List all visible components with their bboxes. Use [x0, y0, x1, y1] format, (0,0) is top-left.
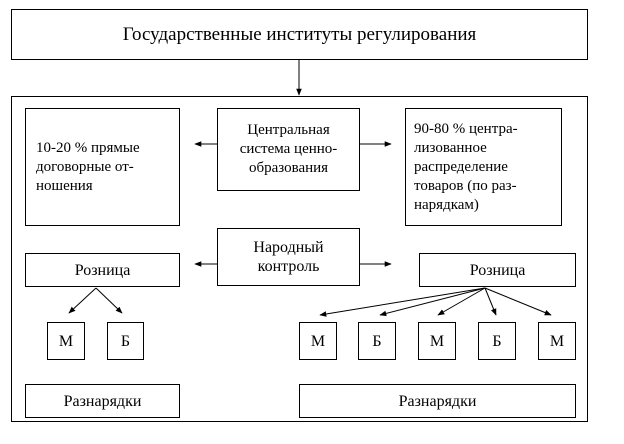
right-shop-4: Б — [478, 322, 516, 360]
right-shop-1: М — [299, 322, 337, 360]
right-retail-box: Розница — [419, 253, 576, 287]
direct-contracts-label: 10-20 % прямые договорные от- ношения — [36, 139, 140, 194]
arrow-left-retail-b — [95, 287, 123, 314]
centralized-distribution-box: 90-80 % центра- лизованное распределение… — [405, 108, 562, 226]
outer-frame — [11, 96, 588, 422]
left-allocations-label: Разнарядки — [63, 392, 142, 410]
arrow-left-retail-m — [68, 287, 97, 314]
public-control-label: Народный контроль — [253, 239, 324, 275]
direct-contracts-box: 10-20 % прямые договорные от- ношения — [25, 108, 180, 226]
right-allocations-label: Разнарядки — [398, 392, 477, 410]
right-shop-2: Б — [358, 322, 396, 360]
right-shop-1-label: М — [310, 332, 326, 350]
right-shop-5-label: М — [549, 332, 565, 350]
right-shop-3: М — [418, 322, 456, 360]
arrow-right-retail-3 — [437, 287, 486, 316]
centralized-distribution-label: 90-80 % центра- лизованное распределение… — [414, 120, 518, 213]
regulation-institutes-label: Государственные институты регулирования — [122, 23, 477, 45]
right-shop-4-label: Б — [492, 332, 502, 350]
arrow-right-retail-5 — [484, 287, 552, 316]
pricing-system-box: Центральная система ценно- образования — [217, 108, 360, 191]
right-allocations-box: Разнарядки — [299, 384, 576, 418]
arrow-right-retail-1 — [319, 287, 486, 317]
left-retail-box: Розница — [25, 253, 180, 287]
arrow-right-retail-2 — [379, 287, 486, 317]
left-shop-m: М — [47, 322, 85, 360]
left-allocations-box: Разнарядки — [25, 384, 180, 418]
left-shop-b: Б — [107, 322, 144, 360]
right-shop-3-label: М — [429, 332, 445, 350]
left-retail-label: Розница — [74, 261, 131, 279]
left-shop-b-label: Б — [120, 332, 131, 350]
pricing-system-label: Центральная система ценно- образования — [239, 122, 338, 176]
right-retail-label: Розница — [469, 261, 526, 279]
right-shop-2-label: Б — [372, 332, 382, 350]
public-control-box: Народный контроль — [217, 228, 360, 286]
regulation-institutes-box: Государственные институты регулирования — [11, 9, 588, 60]
arrow-right-retail-4 — [484, 287, 497, 316]
right-shop-5: М — [538, 322, 576, 360]
left-shop-m-label: М — [58, 332, 74, 350]
